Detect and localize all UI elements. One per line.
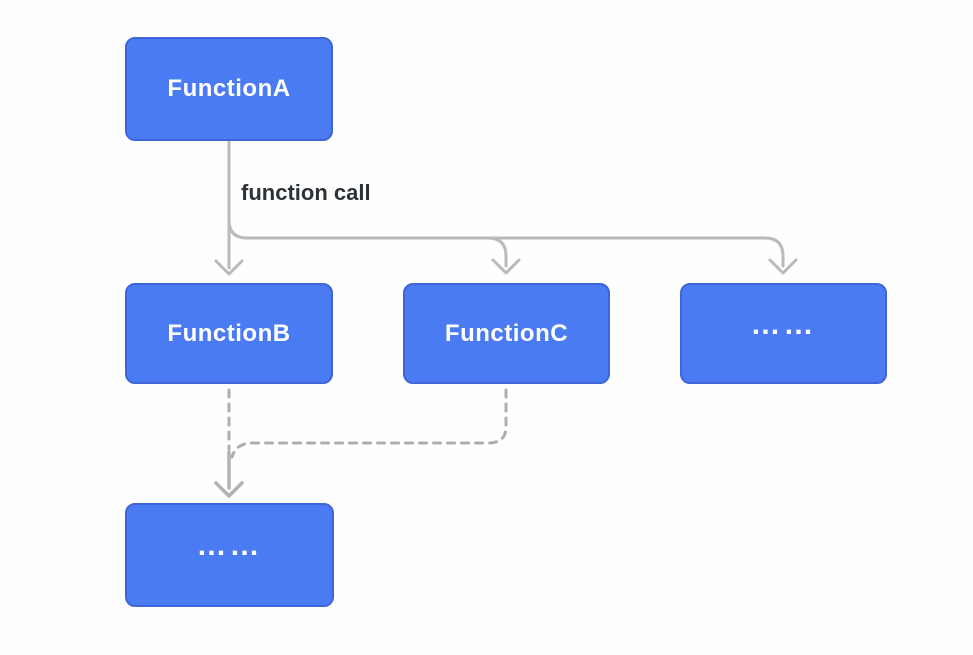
node-function-a-label: FunctionA xyxy=(167,75,291,102)
node-function-c-label: FunctionC xyxy=(444,319,569,347)
node-more-calls: …… xyxy=(125,503,334,607)
edge-a-branch-line xyxy=(227,218,785,268)
node-more-callees-label: …… xyxy=(750,307,817,341)
edge-a-to-c-line xyxy=(486,236,508,268)
edge-merge-to-bottom-arrowhead xyxy=(214,481,244,498)
node-function-b-label: FunctionB xyxy=(167,319,291,347)
node-more-callees: …… xyxy=(680,283,887,384)
edge-label-function-call: function call xyxy=(241,180,371,205)
node-more-calls-label: …… xyxy=(196,529,263,562)
node-function-c: FunctionC xyxy=(403,283,610,384)
edge-a-to-c-arrowhead xyxy=(491,258,521,275)
node-function-b: FunctionB xyxy=(125,283,333,384)
edge-c-down-dashed-line xyxy=(230,388,508,459)
edge-a-to-more-arrowhead xyxy=(768,258,798,275)
edge-a-to-b-arrowhead xyxy=(214,259,244,276)
node-function-a: FunctionA xyxy=(125,37,333,141)
